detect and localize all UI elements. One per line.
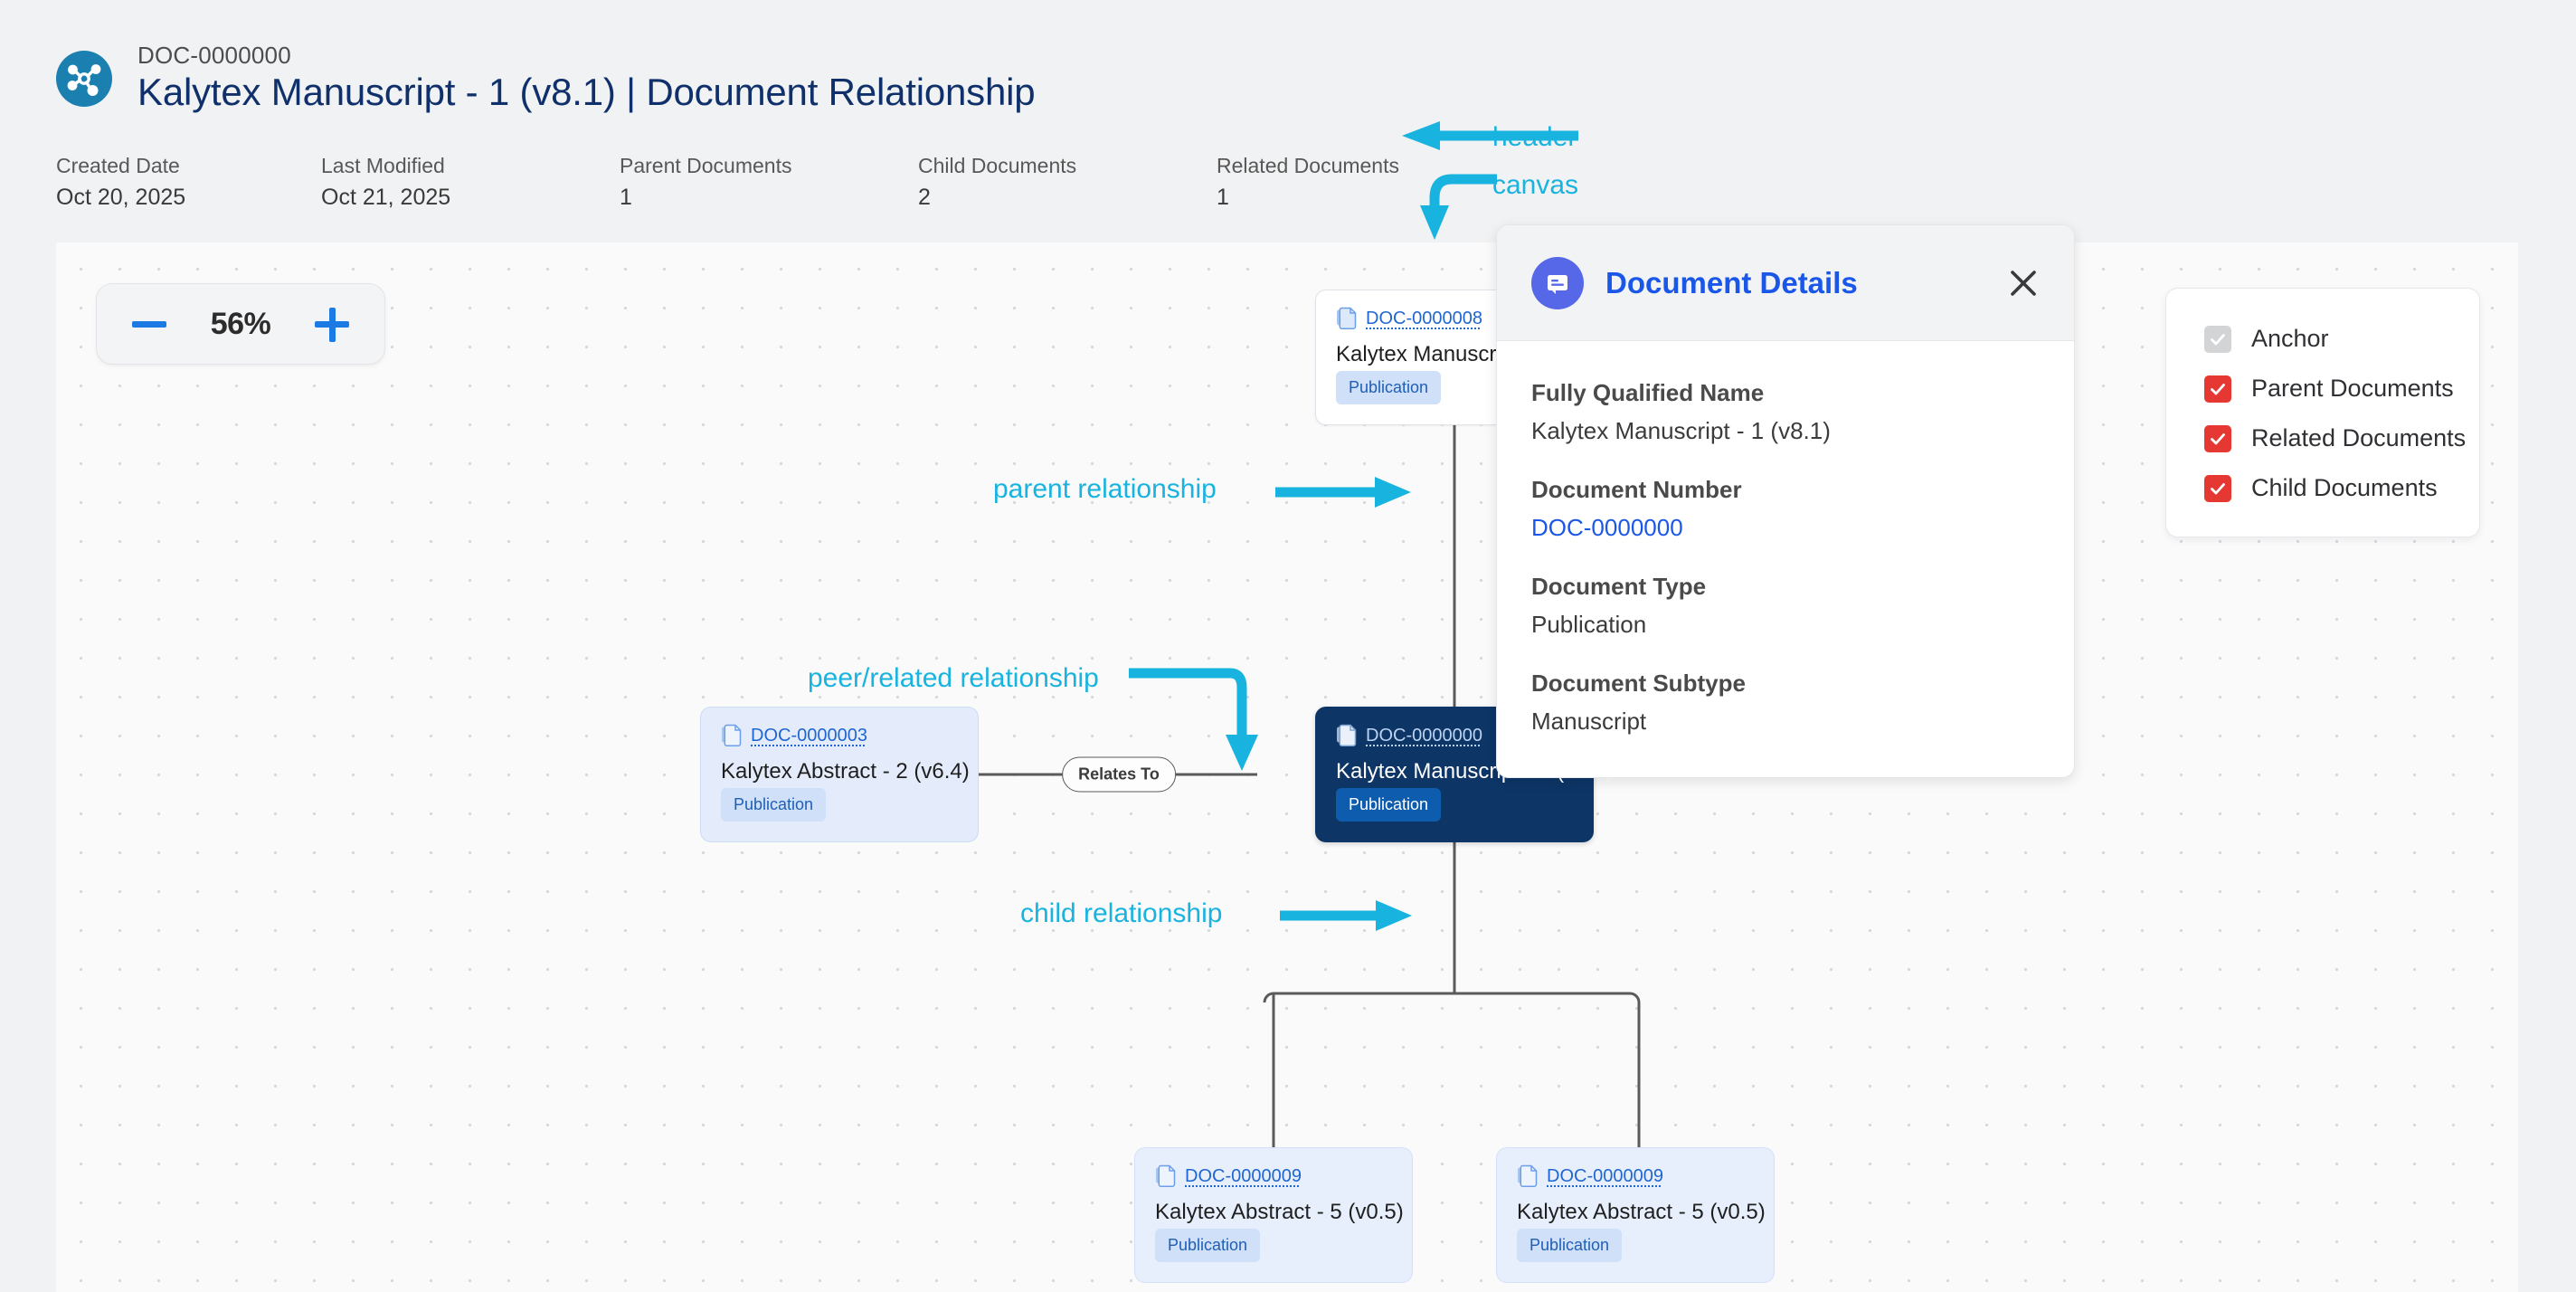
stat-parent-documents: Parent Documents 1 — [620, 154, 918, 211]
node-type-badge: Publication — [1336, 371, 1441, 404]
node-document-id[interactable]: DOC-0000003 — [751, 726, 867, 746]
page-header: DOC-0000000 Kalytex Manuscript - 1 (v8.1… — [0, 0, 2576, 237]
node-document-id[interactable]: DOC-0000008 — [1366, 309, 1482, 329]
field-value: Kalytex Manuscript - 1 (v8.1) — [1531, 417, 2040, 445]
stat-created-date: Created Date Oct 20, 2025 — [56, 154, 321, 211]
node-header: DOC-0000009 — [1517, 1164, 1756, 1188]
edge-label-relates-to: Relates To — [1062, 757, 1176, 793]
field-value: Manuscript — [1531, 708, 2040, 736]
field-label: Fully Qualified Name — [1531, 379, 2040, 407]
stat-value: 1 — [1217, 185, 1515, 211]
legend-panel: Anchor Parent Documents Related Document… — [2165, 288, 2480, 537]
stat-last-modified: Last Modified Oct 21, 2025 — [321, 154, 620, 211]
field-value: Publication — [1531, 611, 2040, 639]
legend-item-related-documents[interactable]: Related Documents — [2166, 413, 2479, 463]
stat-value: 1 — [620, 185, 918, 211]
network-graph-icon — [56, 51, 112, 107]
stat-related-documents: Related Documents 1 — [1217, 154, 1515, 211]
stat-value: 2 — [918, 185, 1217, 211]
document-icon — [1517, 1164, 1539, 1188]
node-type-badge: Publication — [1155, 1229, 1260, 1262]
document-details-panel: Document Details Fully Qualified Name Ka… — [1496, 224, 2075, 778]
stat-label: Last Modified — [321, 154, 620, 178]
annotation-label-child-relationship: child relationship — [1020, 898, 1222, 929]
zoom-level-value: 56% — [211, 307, 271, 342]
page-title: Kalytex Manuscript - 1 (v8.1) | Document… — [137, 71, 1035, 114]
node-title: Kalytex Abstract - 2 (v6.4) — [721, 759, 960, 784]
annotation-label-canvas: canvas — [1492, 170, 1578, 201]
graph-node-child-1[interactable]: DOC-0000009 Kalytex Abstract - 5 (v0.5) … — [1134, 1147, 1413, 1283]
field-document-type: Document Type Publication — [1531, 573, 2040, 639]
field-value-link[interactable]: DOC-0000000 — [1531, 514, 2040, 542]
zoom-out-button[interactable] — [129, 304, 169, 344]
field-label: Document Type — [1531, 573, 2040, 601]
stat-child-documents: Child Documents 2 — [918, 154, 1217, 211]
stat-label: Parent Documents — [620, 154, 918, 178]
stat-label: Related Documents — [1217, 154, 1515, 178]
legend-item-anchor[interactable]: Anchor — [2166, 314, 2479, 364]
minus-icon — [132, 321, 166, 328]
field-label: Document Number — [1531, 476, 2040, 504]
stat-label: Child Documents — [918, 154, 1217, 178]
zoom-in-button[interactable] — [312, 304, 352, 344]
legend-item-child-documents[interactable]: Child Documents — [2166, 463, 2479, 513]
annotation-label-peer-relationship: peer/related relationship — [808, 663, 1099, 694]
graph-node-child-2[interactable]: DOC-0000009 Kalytex Abstract - 5 (v0.5) … — [1496, 1147, 1775, 1283]
document-icon — [1336, 307, 1358, 330]
node-header: DOC-0000003 — [721, 724, 960, 747]
legend-label: Parent Documents — [2251, 375, 2454, 403]
checkbox-child-documents[interactable] — [2204, 475, 2231, 502]
field-fully-qualified-name: Fully Qualified Name Kalytex Manuscript … — [1531, 379, 2040, 445]
header-stats: Created Date Oct 20, 2025 Last Modified … — [56, 154, 1515, 211]
node-type-badge: Publication — [1517, 1229, 1622, 1262]
stat-label: Created Date — [56, 154, 321, 178]
details-panel-title: Document Details — [1605, 266, 2003, 300]
field-label: Document Subtype — [1531, 670, 2040, 698]
legend-item-parent-documents[interactable]: Parent Documents — [2166, 364, 2479, 413]
annotation-label-parent-relationship: parent relationship — [993, 474, 1217, 505]
document-icon — [1155, 1164, 1177, 1188]
legend-label: Child Documents — [2251, 474, 2438, 502]
checkbox-related-documents[interactable] — [2204, 425, 2231, 452]
document-icon — [1336, 724, 1358, 747]
graph-canvas[interactable]: Bundled by Relates To Bundles Sour DOC-0… — [56, 242, 2518, 1292]
graph-edges — [56, 242, 2518, 1292]
graph-node-related[interactable]: DOC-0000003 Kalytex Abstract - 2 (v6.4) … — [700, 707, 979, 842]
node-header: DOC-0000009 — [1155, 1164, 1394, 1188]
node-title: Kalytex Abstract - 5 (v0.5) — [1155, 1200, 1394, 1225]
document-details-icon — [1531, 257, 1584, 309]
stat-value: Oct 21, 2025 — [321, 185, 620, 211]
annotation-label-header: header — [1492, 122, 1577, 153]
close-icon[interactable] — [2003, 263, 2043, 303]
header-document-id: DOC-0000000 — [137, 42, 291, 70]
node-type-badge: Publication — [721, 788, 826, 822]
details-header: Document Details — [1497, 225, 2074, 341]
field-document-number: Document Number DOC-0000000 — [1531, 476, 2040, 542]
details-body: Fully Qualified Name Kalytex Manuscript … — [1497, 341, 2074, 777]
node-document-id[interactable]: DOC-0000009 — [1185, 1166, 1302, 1187]
node-title: Kalytex Abstract - 5 (v0.5) — [1517, 1200, 1756, 1225]
node-document-id[interactable]: DOC-0000009 — [1547, 1166, 1663, 1187]
node-type-badge: Publication — [1336, 788, 1441, 822]
zoom-control: 56% — [96, 283, 385, 365]
node-document-id[interactable]: DOC-0000000 — [1366, 726, 1482, 746]
legend-label: Related Documents — [2251, 424, 2466, 452]
checkbox-anchor[interactable] — [2204, 326, 2231, 353]
document-icon — [721, 724, 743, 747]
stat-value: Oct 20, 2025 — [56, 185, 321, 211]
checkbox-parent-documents[interactable] — [2204, 375, 2231, 403]
legend-label: Anchor — [2251, 325, 2329, 353]
plus-icon-vertical — [329, 308, 336, 342]
field-document-subtype: Document Subtype Manuscript — [1531, 670, 2040, 736]
